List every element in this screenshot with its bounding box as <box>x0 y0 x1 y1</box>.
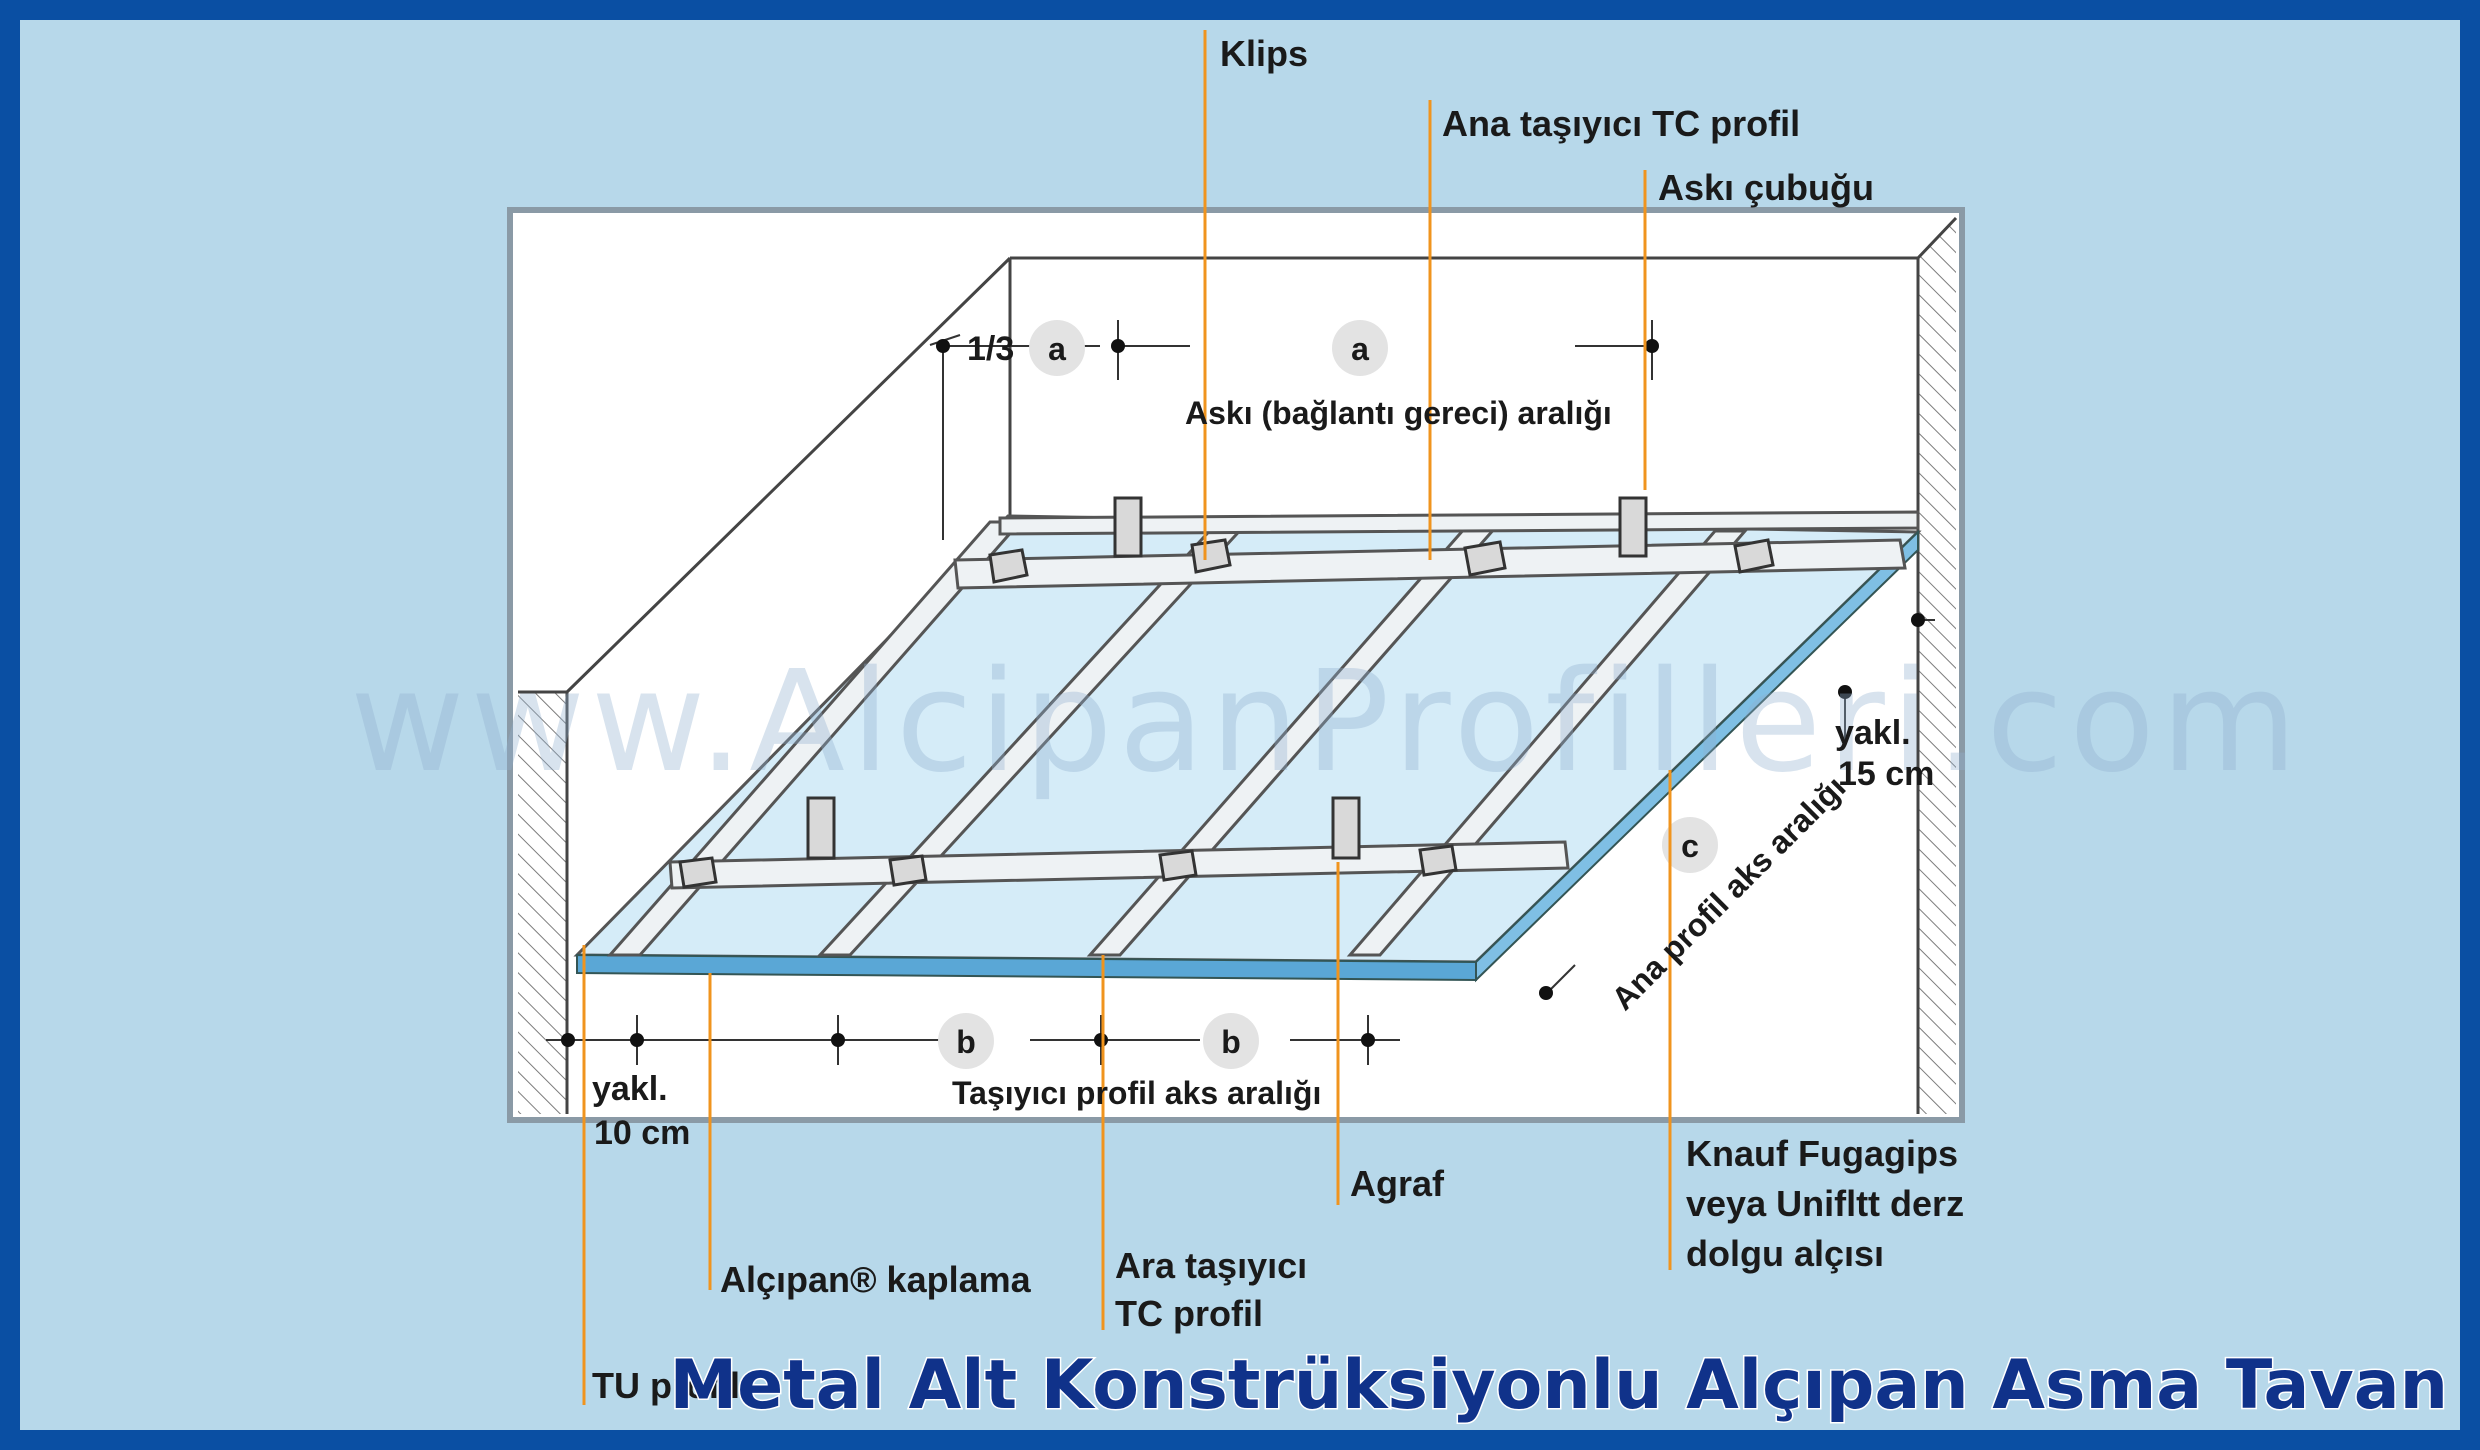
label-klips: Klips <box>1220 33 1308 74</box>
marker-b-left: b <box>938 1013 994 1069</box>
page-title: Metal Alt Konstrüksiyonlu Alçıpan Asma T… <box>669 1346 2448 1425</box>
marker-c-text: c <box>1681 828 1699 864</box>
dimension-dots <box>561 339 1925 1047</box>
label-yakl-15-line1: yakl. <box>1835 714 1911 752</box>
marker-a-right-text: a <box>1351 331 1369 367</box>
leader-lines <box>582 30 1672 1405</box>
label-tu-profil: TU profil <box>592 1365 740 1406</box>
label-ana-tc-profil: Ana taşıyıcı TC profil <box>1442 103 1800 144</box>
marker-a-left: a <box>1029 320 1085 376</box>
right-wall-hatch <box>1918 216 1956 1114</box>
marker-a-right: a <box>1332 320 1388 376</box>
marker-c: c <box>1662 817 1718 873</box>
label-one-third: 1/3 <box>967 330 1014 368</box>
watermark-text: www.AlcipanProfilleri.com <box>350 641 2303 804</box>
label-yakl-15-line2: 15 cm <box>1838 755 1934 793</box>
hanger-clips <box>678 496 1775 889</box>
label-alcipan-kaplama: Alçıpan® kaplama <box>720 1259 1032 1300</box>
label-knauf-line2: veya Unifltt derz <box>1686 1183 1964 1224</box>
label-aski-cubugu: Askı çubuğu <box>1658 167 1874 208</box>
label-yakl-10-line1: yakl. <box>592 1070 668 1108</box>
marker-b-right: b <box>1203 1013 1259 1069</box>
label-agraf: Agraf <box>1350 1163 1445 1204</box>
label-yakl-10-line2: 10 cm <box>594 1114 690 1152</box>
label-ara-tc-line1: Ara taşıyıcı <box>1115 1245 1307 1286</box>
label-aski-araligi: Askı (bağlantı gereci) aralığı <box>1185 395 1612 431</box>
left-wall-hatch <box>518 692 567 1114</box>
marker-b-left-text: b <box>956 1024 976 1060</box>
label-knauf-line1: Knauf Fugagips <box>1686 1133 1958 1174</box>
label-tasiyici-aks: Taşıyıcı profil aks aralığı <box>952 1075 1321 1111</box>
marker-b-right-text: b <box>1221 1024 1241 1060</box>
label-ara-tc-line2: TC profil <box>1115 1293 1263 1334</box>
label-knauf-line3: dolgu alçısı <box>1686 1233 1884 1274</box>
marker-a-left-text: a <box>1048 331 1066 367</box>
